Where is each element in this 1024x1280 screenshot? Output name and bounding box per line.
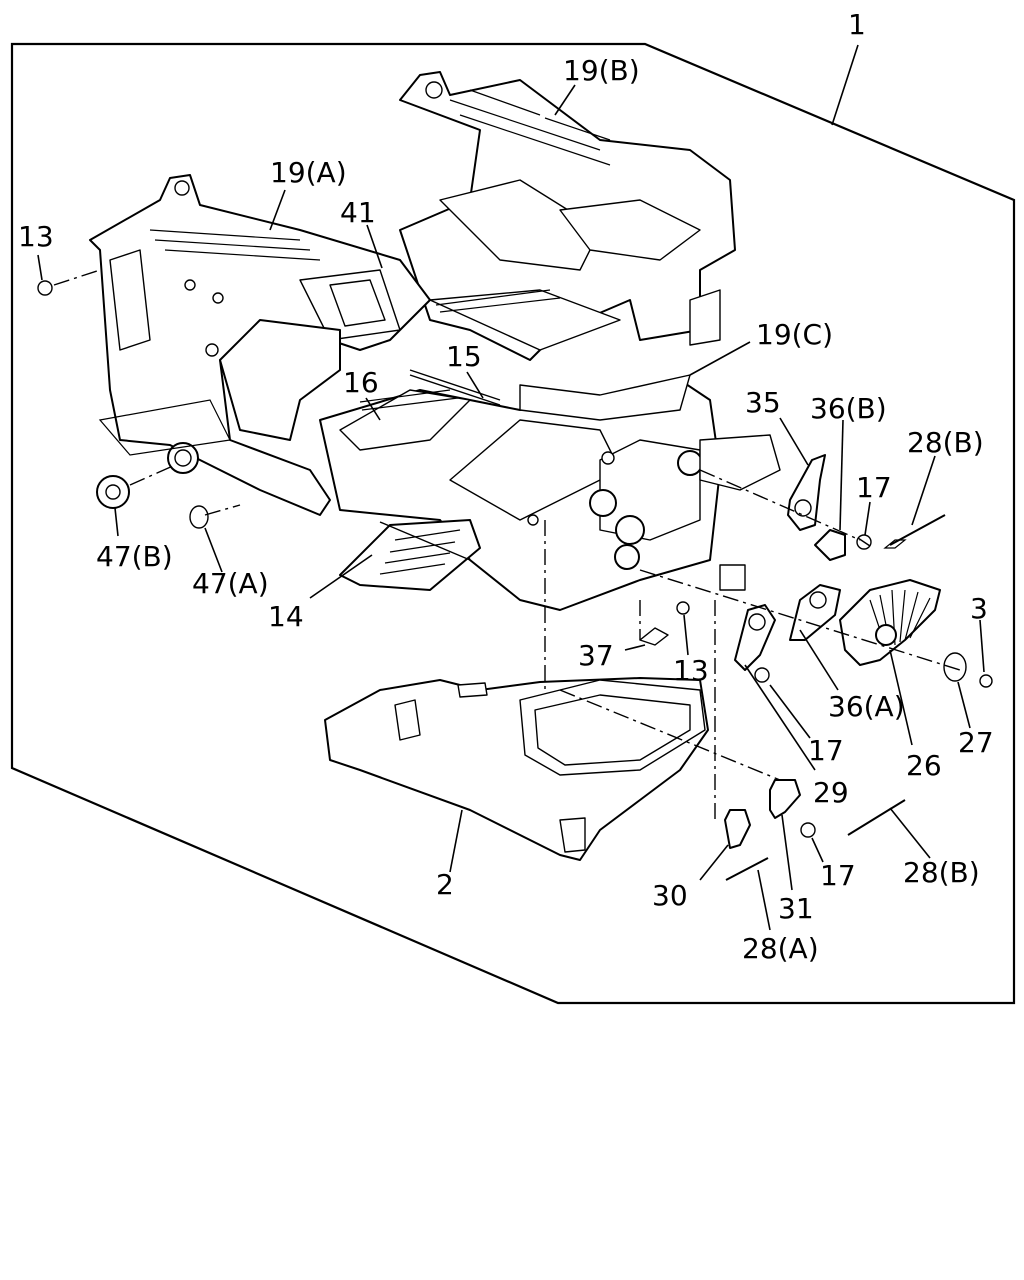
- assembly-lines: [53, 269, 961, 820]
- label-part-19c: 19(C): [756, 318, 833, 351]
- label-part-1: 1: [848, 8, 866, 41]
- part-19a-left-housing: [89, 174, 431, 516]
- part-3-clip: [979, 674, 993, 688]
- part-47a-seal: [189, 505, 209, 529]
- label-part-26: 26: [906, 749, 942, 782]
- label-part-35: 35: [745, 386, 781, 419]
- label-part-28b-bot: 28(B): [903, 856, 980, 889]
- assembly-frame: [10, 42, 1016, 1005]
- part-13-top-screw: [37, 280, 53, 296]
- part-31-lever: [769, 779, 801, 819]
- part-2-lower-case: [324, 677, 709, 861]
- part-labels: 1 19(B) 19(A) 13 41 19(C) 15 16 35 36(B)…: [18, 8, 994, 965]
- leader-lines: [37, 44, 985, 931]
- label-part-13-mid: 13: [673, 654, 709, 687]
- label-part-13-top: 13: [18, 220, 54, 253]
- part-17-bottom-screw: [800, 822, 816, 838]
- label-part-30: 30: [652, 879, 688, 912]
- label-part-17-mid: 17: [808, 734, 844, 767]
- label-part-17-bot: 17: [820, 859, 856, 892]
- label-part-2: 2: [436, 868, 454, 901]
- label-part-31: 31: [778, 892, 814, 925]
- part-14-door: [339, 519, 481, 591]
- part-26-fan-wheel: [839, 579, 941, 666]
- label-part-14: 14: [268, 600, 304, 633]
- label-part-47b: 47(B): [96, 540, 173, 573]
- part-28b-top-rod: [883, 514, 946, 549]
- label-part-28b-top: 28(B): [907, 426, 984, 459]
- label-part-47a: 47(A): [192, 567, 269, 600]
- label-part-17-top: 17: [856, 471, 892, 504]
- part-27-washer: [943, 652, 967, 682]
- label-part-19b: 19(B): [563, 54, 640, 87]
- part-37-clip: [639, 627, 669, 646]
- label-part-36b: 36(B): [810, 392, 887, 425]
- part-29-lever: [734, 604, 776, 671]
- part-19b-upper-duct: [399, 71, 736, 361]
- part-17-mid-screw: [754, 667, 770, 683]
- part-28a-rod: [725, 857, 769, 881]
- part-35-lever: [787, 454, 826, 531]
- label-part-41: 41: [340, 196, 376, 229]
- part-17-top-screw: [856, 534, 872, 550]
- part-36b-link: [814, 529, 846, 561]
- label-part-15: 15: [446, 340, 482, 373]
- part-13-mid-screw: [676, 601, 690, 615]
- part-47b-cap: [96, 475, 130, 509]
- label-part-37: 37: [578, 639, 614, 672]
- label-part-3: 3: [970, 592, 988, 625]
- part-30-lever: [724, 809, 751, 849]
- label-part-28a: 28(A): [742, 932, 819, 965]
- label-part-27: 27: [958, 726, 994, 759]
- label-part-36a: 36(A): [828, 690, 905, 723]
- label-part-16: 16: [343, 366, 379, 399]
- label-part-19a: 19(A): [270, 156, 347, 189]
- label-part-29: 29: [813, 776, 849, 809]
- part-36a-arm: [789, 584, 841, 641]
- part-28b-bottom-rod: [847, 799, 906, 836]
